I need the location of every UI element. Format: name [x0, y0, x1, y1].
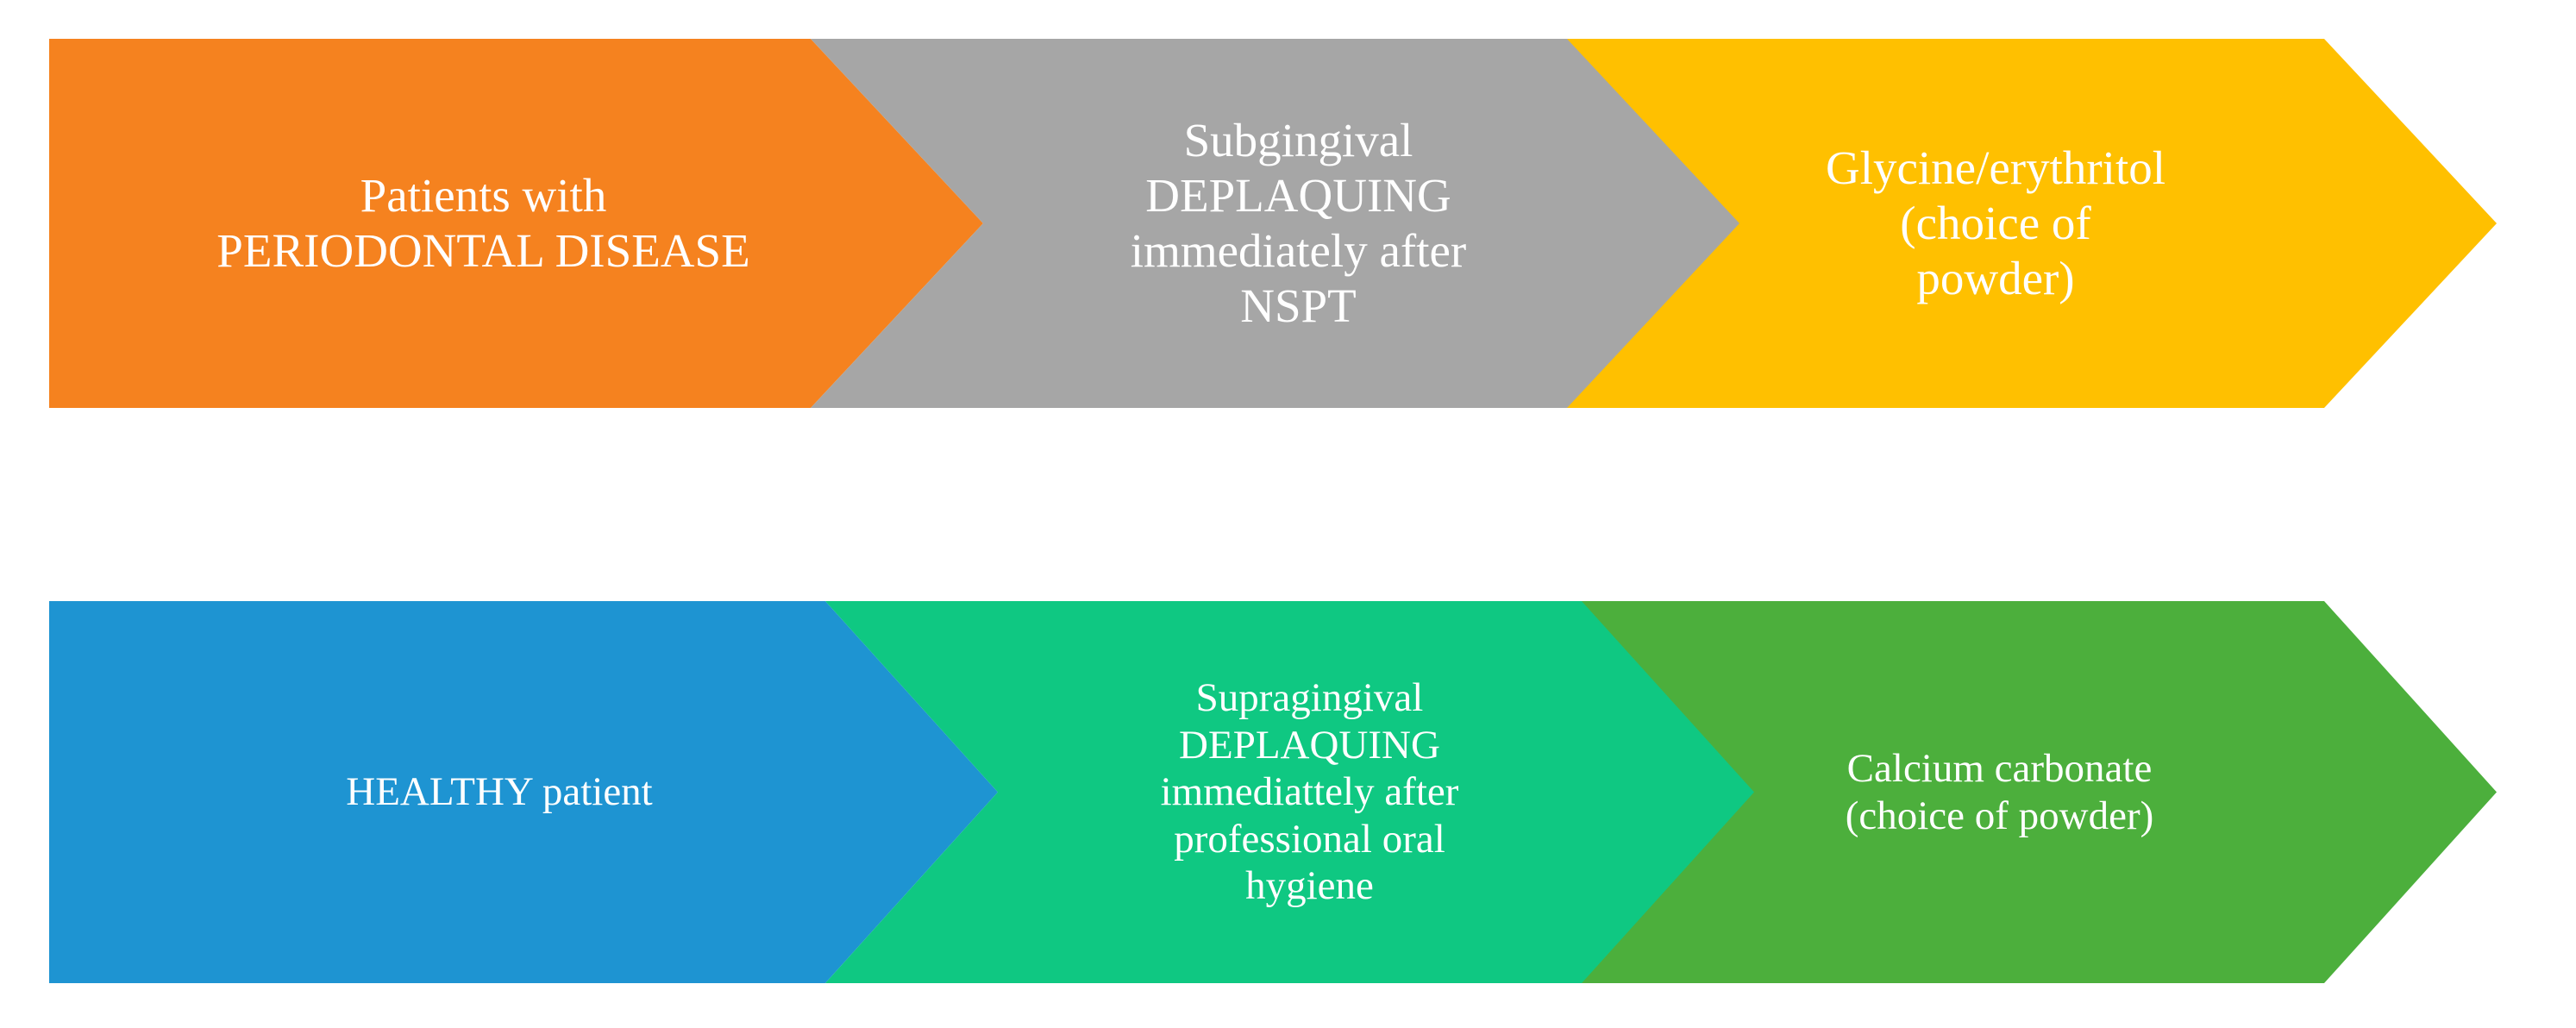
- process-row-periodontal-pathway: Patients with PERIODONTAL DISEASE Subgin…: [0, 39, 2576, 408]
- chevron-glycine-erythritol[interactable]: Glycine/erythritol (choice of powder): [1567, 39, 2497, 408]
- chevron-label-supragingival-deplaquing: Supragingival DEPLAQUING immediattely af…: [1160, 675, 1459, 909]
- chevron-label-subgingival-deplaquing: Subgingival DEPLAQUING immediately after…: [1130, 114, 1467, 332]
- chevron-healthy-patient[interactable]: HEALTHY patient: [49, 601, 998, 983]
- process-row-healthy-pathway: HEALTHY patient Supragingival DEPLAQUING…: [0, 601, 2576, 983]
- chevron-periodontal-patients[interactable]: Patients with PERIODONTAL DISEASE: [49, 39, 983, 408]
- chevron-label-calcium-carbonate: Calcium carbonate (choice of powder): [1845, 745, 2154, 838]
- chevron-label-glycine-erythritol: Glycine/erythritol (choice of powder): [1825, 141, 2166, 304]
- chevron-label-healthy-patient: HEALTHY patient: [346, 769, 653, 815]
- chevron-label-periodontal-patients: Patients with PERIODONTAL DISEASE: [216, 169, 750, 277]
